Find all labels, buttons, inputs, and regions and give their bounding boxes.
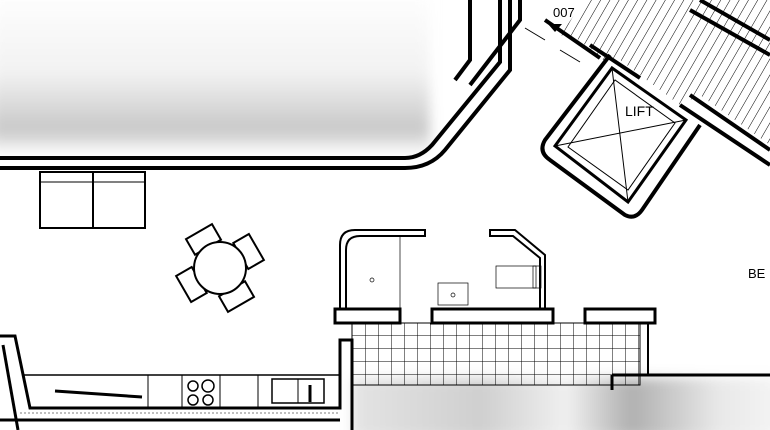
partition-walls (333, 307, 657, 325)
hatched-corridor (560, 0, 770, 145)
room-number-label: 007 (553, 5, 575, 20)
blurred-region-bottom (352, 378, 770, 430)
lift-label: LIFT (625, 103, 654, 119)
lift-shaft (540, 53, 770, 219)
kitchen (0, 334, 354, 430)
blurred-region-top-left (0, 0, 430, 155)
bedroom-label: BE (748, 266, 766, 281)
hob-icon (187, 379, 215, 406)
sofa (39, 171, 146, 229)
tiled-floor (351, 322, 641, 386)
dining-table (174, 222, 266, 314)
entry-arrow-icon (548, 24, 562, 32)
bathroom (339, 229, 546, 311)
